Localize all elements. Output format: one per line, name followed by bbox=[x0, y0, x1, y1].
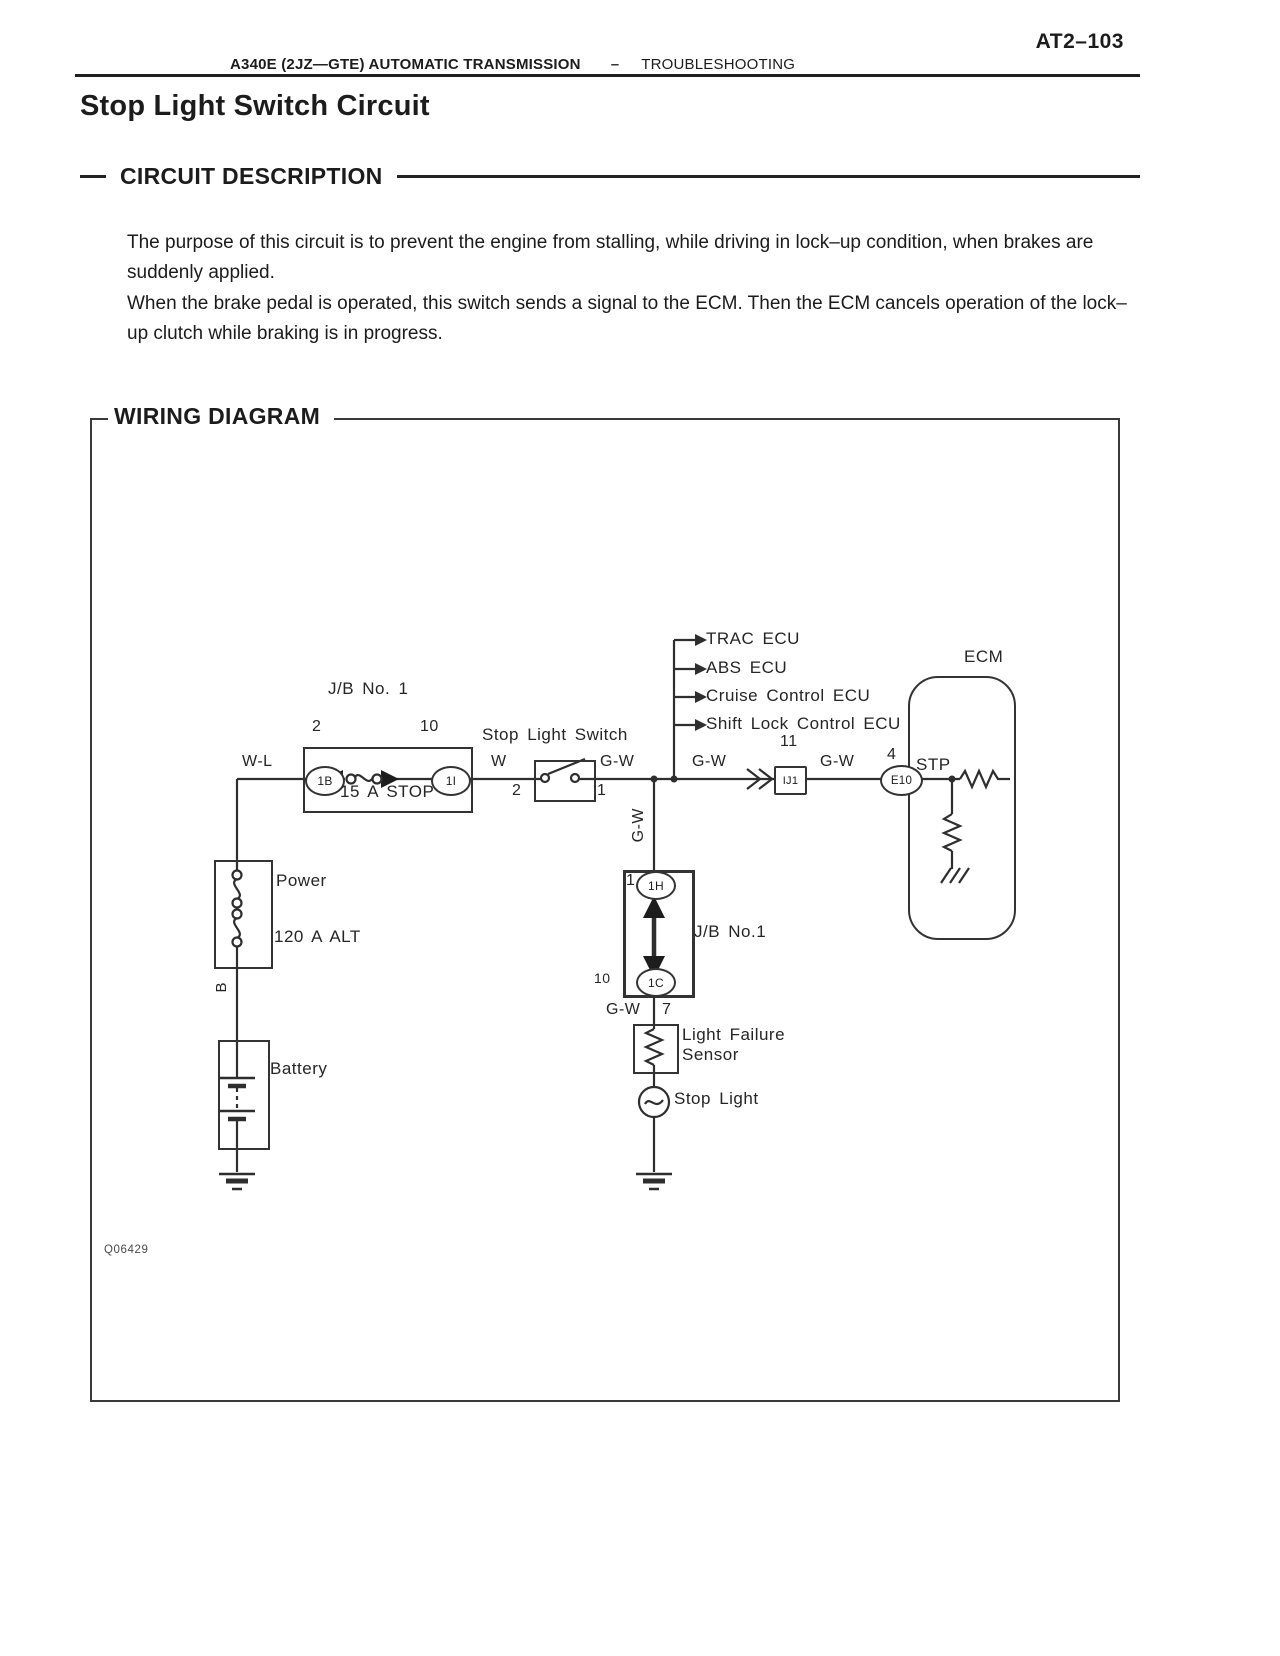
header-rule bbox=[75, 74, 1140, 77]
description-paragraph-2: When the brake pedal is operated, this s… bbox=[127, 292, 1127, 345]
ecm-internal-circuit bbox=[940, 779, 970, 884]
switch-pin-1: 1 bbox=[597, 782, 607, 799]
switch-symbol bbox=[539, 757, 586, 784]
connector-ij1: IJ1 bbox=[774, 766, 807, 795]
wire-label-w-l: W-L bbox=[242, 753, 273, 770]
wiring-diagram-graphics bbox=[219, 634, 1010, 1191]
circuit-description-heading-row: CIRCUIT DESCRIPTION bbox=[80, 163, 1140, 190]
battery-symbol bbox=[219, 1076, 255, 1172]
junction-block-top-box bbox=[303, 747, 473, 813]
junction-block-bus-arrow bbox=[643, 896, 665, 978]
ecu-arrowheads bbox=[695, 634, 707, 731]
pin-10-jb: 10 bbox=[594, 970, 611, 986]
wire-label-g-w-2: G-W bbox=[692, 753, 727, 770]
light-failure-sensor-box bbox=[633, 1024, 679, 1074]
wiring-diagram-frame: 1B 1I IJ1 E10 1H 1C W-L J/B No. 1 2 10 1… bbox=[90, 418, 1120, 1402]
light-failure-sensor-label-line2: Sensor bbox=[682, 1045, 739, 1064]
connector-1c: 1C bbox=[636, 968, 676, 997]
running-header-section: TROUBLESHOOTING bbox=[641, 56, 796, 73]
wire-label-g-w-1: G-W bbox=[600, 753, 635, 770]
heading-rule bbox=[396, 175, 1140, 178]
battery-box bbox=[218, 1040, 270, 1150]
page-title: Stop Light Switch Circuit bbox=[80, 90, 430, 122]
wire-branch-ecus bbox=[672, 638, 695, 779]
pin-2-fuse-in: 2 bbox=[312, 718, 322, 735]
stop-light-switch-box bbox=[534, 760, 596, 802]
ground-symbol-stop-light bbox=[636, 1172, 672, 1191]
power-label: Power bbox=[276, 871, 327, 890]
connector-1h: 1H bbox=[636, 871, 676, 900]
battery-label: Battery bbox=[270, 1059, 328, 1078]
connector-1b: 1B bbox=[305, 766, 345, 796]
ecu-target-cruise: Cruise Control ECU bbox=[706, 686, 871, 705]
ecu-target-trac: TRAC ECU bbox=[706, 629, 800, 648]
circuit-description-text: The purpose of this circuit is to preven… bbox=[127, 228, 1145, 350]
page-number: AT2–103 bbox=[1035, 30, 1124, 53]
pin-11: 11 bbox=[780, 733, 798, 750]
junction-block-top-label: J/B No. 1 bbox=[328, 679, 409, 698]
ecm-terminal-stp: STP bbox=[916, 755, 951, 774]
running-header: A340E (2JZ—GTE) AUTOMATIC TRANSMISSION – T… bbox=[230, 56, 795, 73]
connector-1i: 1I bbox=[431, 766, 471, 796]
fuse-label: 15 A STOP bbox=[340, 782, 435, 801]
running-header-title: A340E (2JZ—GTE) AUTOMATIC TRANSMISSION bbox=[230, 56, 581, 73]
ecm-label: ECM bbox=[964, 647, 1004, 666]
stop-light-lamp-symbol bbox=[637, 1085, 671, 1119]
fusible-link-label: 120 A ALT bbox=[274, 927, 361, 946]
wire-label-g-w-vertical: G-W bbox=[630, 808, 647, 843]
sensor-resistor bbox=[643, 1028, 665, 1066]
light-failure-sensor-label-line1: Light Failure bbox=[682, 1025, 786, 1044]
junction-block-mid-label: J/B No.1 bbox=[694, 922, 767, 941]
wire-label-w: W bbox=[491, 753, 507, 770]
ecm-box bbox=[908, 676, 1016, 940]
wire-label-g-w-4: G-W bbox=[606, 1001, 641, 1018]
wiring-diagram-heading: WIRING DIAGRAM bbox=[108, 403, 335, 430]
wire-chevrons bbox=[746, 768, 774, 790]
wire-label-g-w-3: G-W bbox=[820, 753, 855, 770]
ecm-series-resistor bbox=[959, 768, 1010, 790]
ecu-target-abs: ABS ECU bbox=[706, 658, 788, 677]
heading-dash bbox=[80, 175, 106, 178]
stop-light-switch-label: Stop Light Switch bbox=[482, 725, 628, 744]
ecu-target-shift-lock: Shift Lock Control ECU bbox=[706, 714, 901, 733]
stop-light-label: Stop Light bbox=[674, 1089, 759, 1108]
pin-1-jb: 1 bbox=[626, 872, 636, 889]
wire-label-b: B bbox=[213, 982, 230, 993]
pin-7: 7 bbox=[662, 1001, 672, 1018]
pin-10-fuse-out: 10 bbox=[420, 718, 439, 735]
description-paragraph-1: The purpose of this circuit is to preven… bbox=[127, 232, 1094, 284]
ground-symbol-battery bbox=[219, 1172, 255, 1191]
running-header-separator: – bbox=[610, 56, 620, 73]
switch-pin-2: 2 bbox=[512, 782, 522, 799]
circuit-description-heading: CIRCUIT DESCRIPTION bbox=[120, 163, 383, 189]
connector-e10: E10 bbox=[880, 765, 923, 796]
pin-4: 4 bbox=[887, 746, 897, 763]
figure-code: Q06429 bbox=[104, 1244, 149, 1256]
fusible-link-box bbox=[214, 860, 273, 969]
wire-stop-light-branch bbox=[643, 993, 665, 1172]
